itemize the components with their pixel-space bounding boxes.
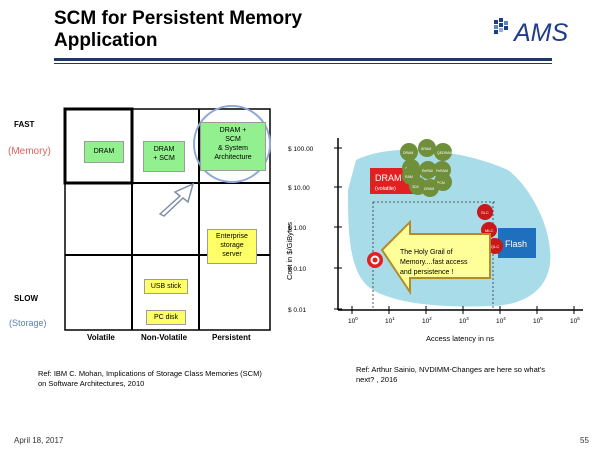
highlight-circle bbox=[193, 105, 271, 183]
memory-tech-bubble bbox=[400, 143, 418, 161]
ref-left: Ref: IBM C. Mohan, Implications of Stora… bbox=[38, 369, 262, 388]
col-volatile: Volatile bbox=[87, 333, 115, 342]
memory-tech-bubble bbox=[434, 143, 452, 161]
x-tick-label: 100 bbox=[348, 316, 358, 325]
y-tick-label: $ 10.00 bbox=[288, 185, 310, 192]
upgrade-arrow-icon bbox=[158, 182, 195, 217]
holy-grail-arrow-icon bbox=[380, 219, 491, 296]
memory-tech-bubble bbox=[418, 139, 436, 157]
memory-tech-bubble bbox=[421, 179, 439, 197]
x-tick-label: 102 bbox=[422, 316, 432, 325]
x-tick-label: 101 bbox=[385, 316, 395, 325]
x-tick-label: 106 bbox=[570, 316, 580, 325]
fast-label: FAST bbox=[14, 120, 35, 129]
arrow-text-1: The Holy Grail of bbox=[400, 249, 453, 256]
emerging-memory-bubbles: DRAMSRAMQEDRAMSTTRAMReRAMFeRAMPCM3DXDRAM bbox=[400, 139, 452, 197]
dram-sub: (volatile) bbox=[375, 186, 396, 192]
memory-tech-label: SRAM bbox=[421, 147, 431, 151]
nand-bubble bbox=[477, 204, 493, 220]
pc-disk-box: PC disk bbox=[146, 310, 186, 325]
col-nonvolatile: Non-Volatile bbox=[141, 333, 188, 342]
footer-page: 55 bbox=[580, 436, 589, 445]
y-axis-label: Cost in $/GiBytes bbox=[285, 222, 294, 280]
memory-tech-label: PCM bbox=[437, 181, 445, 185]
arrow-text-3: and persistence ! bbox=[400, 269, 453, 276]
y-tick-label: $ 0.01 bbox=[288, 307, 306, 314]
x-tick-label: 103 bbox=[459, 316, 469, 325]
memory-tech-label: QEDRAM bbox=[437, 151, 452, 155]
dram-scm-arch-box: DRAM + SCM & System Architecture bbox=[200, 122, 266, 171]
title-rule-thick bbox=[54, 58, 552, 61]
dram-label: DRAM bbox=[375, 173, 402, 183]
col-persistent: Persistent bbox=[212, 333, 251, 342]
memory-tech-bubble bbox=[419, 161, 437, 179]
title-line-2: Application bbox=[54, 30, 158, 51]
footer-date: April 18, 2017 bbox=[14, 436, 64, 445]
nand-label: QLC bbox=[491, 244, 499, 249]
memory-tech-label: RAM bbox=[405, 175, 413, 179]
cost-latency-chart: $ 100.00 $ 10.00 $ 1.00 $ 0.10 $ 0.01 100 101… bbox=[285, 138, 583, 343]
storage-label: (Storage) bbox=[9, 318, 47, 328]
y-tick-label: $ 0.10 bbox=[288, 266, 306, 273]
x-tick-label: 105 bbox=[533, 316, 543, 325]
arrow-text-2: Memory....fast access bbox=[400, 259, 468, 266]
slow-label: SLOW bbox=[14, 294, 38, 303]
flash-region bbox=[498, 228, 536, 258]
x-tick-label: 104 bbox=[496, 316, 506, 325]
title-line-1: SCM for Persistent Memory bbox=[54, 8, 303, 29]
nand-label: MLC bbox=[485, 228, 494, 233]
dram-box: DRAM bbox=[84, 141, 124, 163]
memory-tech-label: 3DX bbox=[412, 185, 419, 189]
y-tick-label: $ 100.00 bbox=[288, 146, 314, 153]
title-rule-thin bbox=[54, 63, 552, 64]
dram-scm-box: DRAM + SCM bbox=[143, 141, 185, 172]
logo-text: AMS bbox=[512, 19, 569, 47]
usb-stick-box: USB stick bbox=[144, 279, 188, 294]
memory-label: (Memory) bbox=[8, 146, 51, 157]
x-axis-label: Access latency in ns bbox=[426, 334, 494, 343]
memory-tech-label: DRAM bbox=[403, 151, 413, 155]
slide-title: SCM for Persistent Memory Application bbox=[54, 8, 302, 52]
memory-tech-label: ReRAM bbox=[422, 169, 434, 173]
ams-logo: AMS bbox=[494, 18, 569, 47]
nand-label: SLC bbox=[481, 210, 489, 215]
memory-tech-label: FeRAM bbox=[436, 169, 448, 173]
ref-right: Ref: Arthur Sainio, NVDIMM-Changes are h… bbox=[356, 365, 546, 384]
enterprise-storage-box: Enterprise storage server bbox=[207, 229, 257, 264]
flash-label: Flash bbox=[505, 239, 527, 249]
y-tick-label: $ 1.00 bbox=[288, 225, 306, 232]
memory-tech-label: DRAM bbox=[424, 187, 434, 191]
